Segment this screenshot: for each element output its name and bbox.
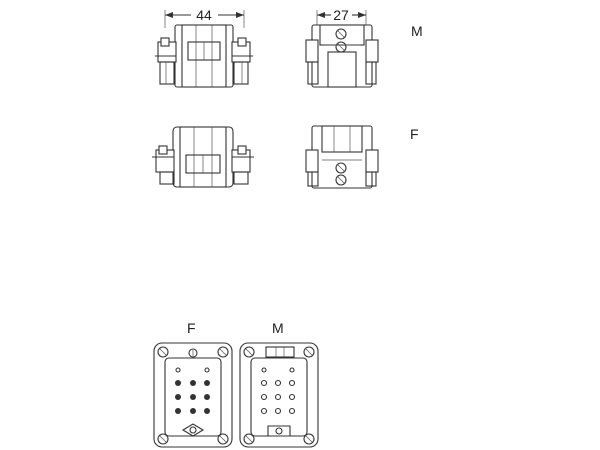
label-female-face: F (187, 320, 196, 336)
male-face-view (239, 342, 319, 448)
dimension-27: 27 (316, 7, 367, 28)
label-male-face: M (272, 320, 284, 336)
dimension-44: 44 (164, 7, 245, 28)
female-side-view (305, 125, 379, 189)
dimension-27-label: 27 (333, 7, 349, 23)
male-front-view (155, 24, 253, 88)
label-male-side: M (411, 23, 423, 39)
female-front-view (152, 126, 254, 188)
female-face-view (153, 342, 233, 448)
male-side-view (305, 24, 379, 88)
label-female-side: F (410, 126, 419, 142)
dimension-44-label: 44 (196, 7, 212, 23)
